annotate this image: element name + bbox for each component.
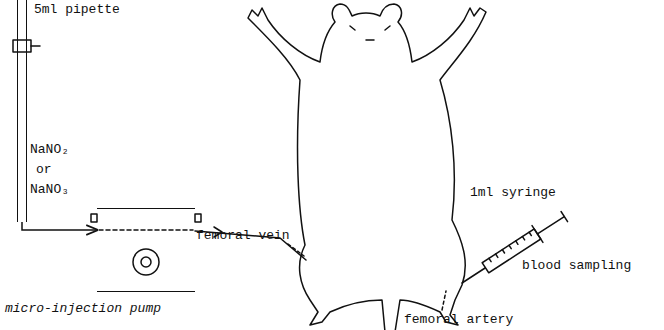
pump-tab	[195, 214, 201, 222]
tube-connector	[22, 222, 97, 230]
leader-line	[442, 291, 446, 310]
node-label: 5ml pipette	[34, 2, 120, 17]
part-label: or	[36, 162, 52, 177]
pump-box: micro-injection pump	[97, 208, 195, 292]
pump-tube	[99, 229, 193, 231]
pump-knob-center	[141, 257, 151, 267]
part-label: blood sampling	[522, 258, 631, 273]
stopcock-stub	[31, 45, 40, 47]
pump-knob	[133, 249, 159, 275]
part-label: NaNO₂	[30, 142, 69, 157]
part-label: 1ml syringe	[470, 185, 556, 200]
leader-line	[288, 244, 304, 256]
pipette: 5ml pipette	[17, 0, 27, 222]
syringe	[457, 208, 570, 291]
part-label: femoral artery	[404, 312, 513, 327]
part-label: NaNO₃	[30, 182, 69, 197]
node-label: micro-injection pump	[5, 301, 161, 316]
rat-body	[248, 4, 486, 330]
part-label: femoral vein	[196, 228, 290, 243]
stopcock	[13, 40, 31, 52]
rat-face	[350, 26, 390, 40]
